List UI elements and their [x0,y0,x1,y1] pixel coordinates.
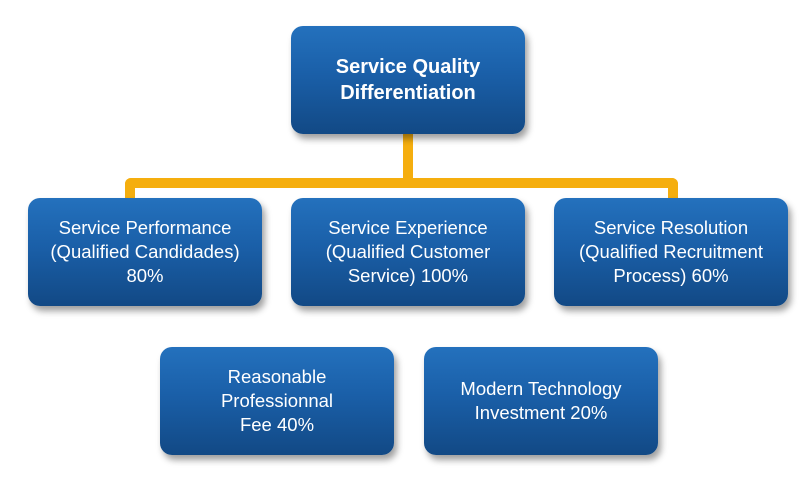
node-modern-technology: Modern Technology Investment 20% [424,347,658,455]
connector-left-drop [125,178,135,202]
node-label: Service Experience (Qualified Customer S… [325,217,491,286]
connector-stem [403,134,413,186]
node-reasonable-fee: Reasonable Professionnal Fee 40% [160,347,394,455]
node-service-experience: Service Experience (Qualified Customer S… [291,198,525,306]
node-label: Service Resolution (Qualified Recruitmen… [578,217,764,286]
node-label: Modern Technology Investment 20% [460,378,622,423]
connector-bar [125,178,678,188]
node-label: Service Performance (Qualified Candidade… [50,217,240,286]
root-node-label: Service Quality Differentiation [335,56,481,104]
root-node: Service Quality Differentiation [291,26,525,134]
node-service-resolution: Service Resolution (Qualified Recruitmen… [554,198,788,306]
connector-right-drop [668,178,678,202]
node-service-performance: Service Performance (Qualified Candidade… [28,198,262,306]
node-label: Reasonable Professionnal Fee 40% [220,366,334,435]
